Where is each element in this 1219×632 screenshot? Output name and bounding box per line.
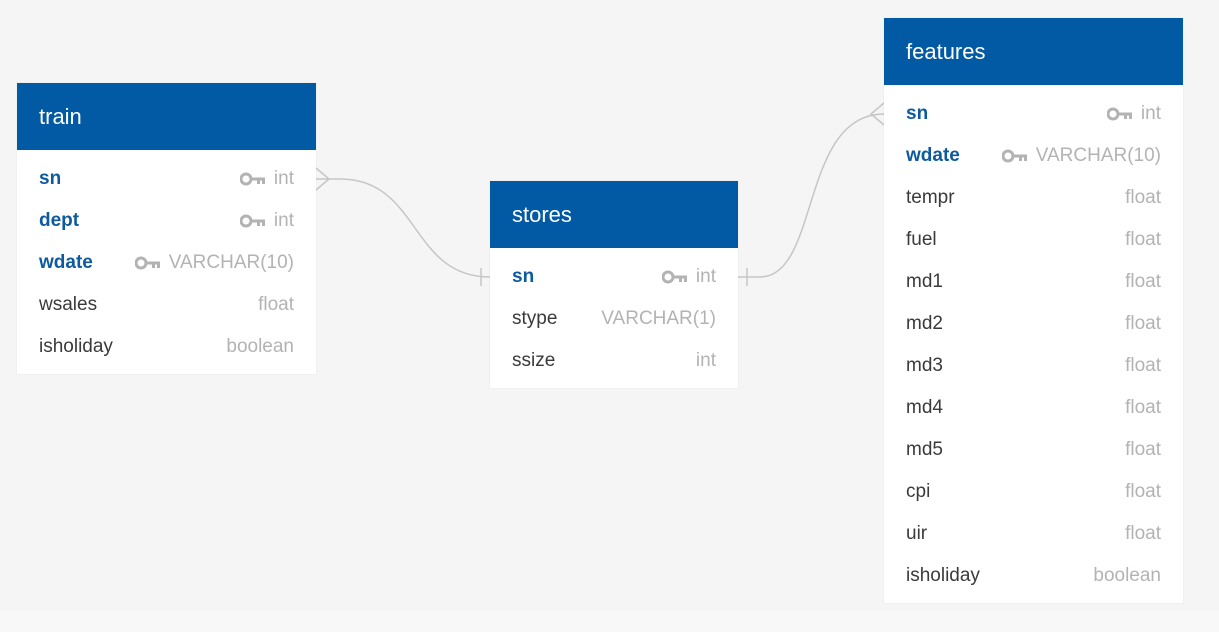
key-icon	[1001, 149, 1028, 163]
column-name: md3	[906, 355, 943, 376]
column-row-wsales[interactable]: wsales float	[17, 284, 316, 326]
column-row-tempr[interactable]: tempr float	[884, 177, 1183, 219]
column-type-wrap: VARCHAR(1)	[601, 308, 716, 330]
column-name: md1	[906, 271, 943, 292]
column-row-md2[interactable]: md2 float	[884, 303, 1183, 345]
column-name: dept	[39, 210, 80, 231]
column-type-wrap: int	[239, 168, 294, 190]
table-columns: sn int stype VARCHAR(1) ssize int	[490, 248, 738, 388]
table-stores[interactable]: stores sn int stype VARCHAR(1) ssize int	[490, 181, 738, 388]
column-row-sn[interactable]: sn int	[17, 158, 316, 200]
column-type-wrap: int	[1106, 103, 1161, 125]
column-type-wrap: boolean	[1093, 565, 1161, 587]
column-type: int	[695, 350, 716, 371]
column-type: float	[1125, 439, 1161, 460]
column-type-wrap: float	[1125, 355, 1161, 377]
column-name: md4	[906, 397, 943, 418]
table-header-features[interactable]: features	[884, 18, 1183, 85]
column-row-md5[interactable]: md5 float	[884, 429, 1183, 471]
column-name: wsales	[39, 294, 98, 315]
table-header-stores[interactable]: stores	[490, 181, 738, 248]
column-row-sn[interactable]: sn int	[884, 93, 1183, 135]
column-type: float	[1125, 313, 1161, 334]
table-title: stores	[512, 202, 572, 227]
column-name: sn	[512, 266, 535, 287]
column-type: boolean	[226, 336, 294, 357]
column-type-wrap: int	[661, 266, 716, 288]
key-icon	[239, 214, 266, 228]
column-name: stype	[512, 308, 558, 329]
column-name: cpi	[906, 481, 931, 502]
column-name: isholiday	[906, 565, 980, 586]
column-row-uir[interactable]: uir float	[884, 513, 1183, 555]
column-row-isholiday[interactable]: isholiday boolean	[17, 326, 316, 368]
column-name: md2	[906, 313, 943, 334]
column-type-wrap: float	[1125, 313, 1161, 335]
column-row-isholiday[interactable]: isholiday boolean	[884, 555, 1183, 597]
key-icon	[661, 270, 688, 284]
column-row-stype[interactable]: stype VARCHAR(1)	[490, 298, 738, 340]
column-type: float	[1125, 481, 1161, 502]
table-title: train	[39, 104, 82, 129]
column-type-wrap: float	[1125, 481, 1161, 503]
column-type-wrap: int	[239, 210, 294, 232]
column-type-wrap: float	[1125, 229, 1161, 251]
column-row-md3[interactable]: md3 float	[884, 345, 1183, 387]
column-type-wrap: float	[1125, 439, 1161, 461]
column-type: int	[695, 266, 716, 287]
column-row-md1[interactable]: md1 float	[884, 261, 1183, 303]
column-type: float	[1125, 355, 1161, 376]
column-type-wrap: VARCHAR(10)	[1001, 145, 1161, 167]
column-type: float	[1125, 523, 1161, 544]
column-name: wdate	[39, 252, 93, 273]
table-train[interactable]: train sn int dept int wdate VARCHAR(10) wsales…	[17, 83, 316, 374]
column-type: int	[273, 168, 294, 189]
table-columns: sn int wdate VARCHAR(10) tempr float fuel float…	[884, 85, 1183, 603]
key-icon	[1106, 107, 1133, 121]
column-type: float	[1125, 187, 1161, 208]
column-type-wrap: float	[1125, 397, 1161, 419]
table-header-train[interactable]: train	[17, 83, 316, 150]
column-name: sn	[906, 103, 929, 124]
column-type: int	[1140, 103, 1161, 124]
column-type-wrap: VARCHAR(10)	[134, 252, 294, 274]
column-name: md5	[906, 439, 943, 460]
column-type: VARCHAR(10)	[1035, 145, 1161, 166]
column-row-md4[interactable]: md4 float	[884, 387, 1183, 429]
column-row-fuel[interactable]: fuel float	[884, 219, 1183, 261]
column-type-wrap: boolean	[226, 336, 294, 358]
table-features[interactable]: features sn int wdate VARCHAR(10) tempr float…	[884, 18, 1183, 603]
column-type: float	[1125, 397, 1161, 418]
table-title: features	[906, 39, 986, 64]
key-icon	[134, 256, 161, 270]
column-name: fuel	[906, 229, 937, 250]
key-icon	[239, 172, 266, 186]
column-type-wrap: float	[258, 294, 294, 316]
column-name: wdate	[906, 145, 960, 166]
column-type: VARCHAR(10)	[168, 252, 294, 273]
column-type: float	[1125, 271, 1161, 292]
column-row-wdate[interactable]: wdate VARCHAR(10)	[17, 242, 316, 284]
column-type: int	[273, 210, 294, 231]
column-type: float	[1125, 229, 1161, 250]
column-row-sn[interactable]: sn int	[490, 256, 738, 298]
column-name: sn	[39, 168, 62, 189]
column-name: tempr	[906, 187, 955, 208]
column-type-wrap: float	[1125, 187, 1161, 209]
column-row-ssize[interactable]: ssize int	[490, 340, 738, 382]
column-name: isholiday	[39, 336, 113, 357]
column-type: boolean	[1093, 565, 1161, 586]
column-name: uir	[906, 523, 928, 544]
column-row-dept[interactable]: dept int	[17, 200, 316, 242]
column-row-wdate[interactable]: wdate VARCHAR(10)	[884, 135, 1183, 177]
column-type: VARCHAR(1)	[601, 308, 716, 329]
table-columns: sn int dept int wdate VARCHAR(10) wsales float i…	[17, 150, 316, 374]
column-row-cpi[interactable]: cpi float	[884, 471, 1183, 513]
bottom-strip	[0, 610, 1219, 632]
column-type-wrap: float	[1125, 523, 1161, 545]
column-type: float	[258, 294, 294, 315]
column-name: ssize	[512, 350, 556, 371]
column-type-wrap: int	[696, 350, 716, 372]
column-type-wrap: float	[1125, 271, 1161, 293]
